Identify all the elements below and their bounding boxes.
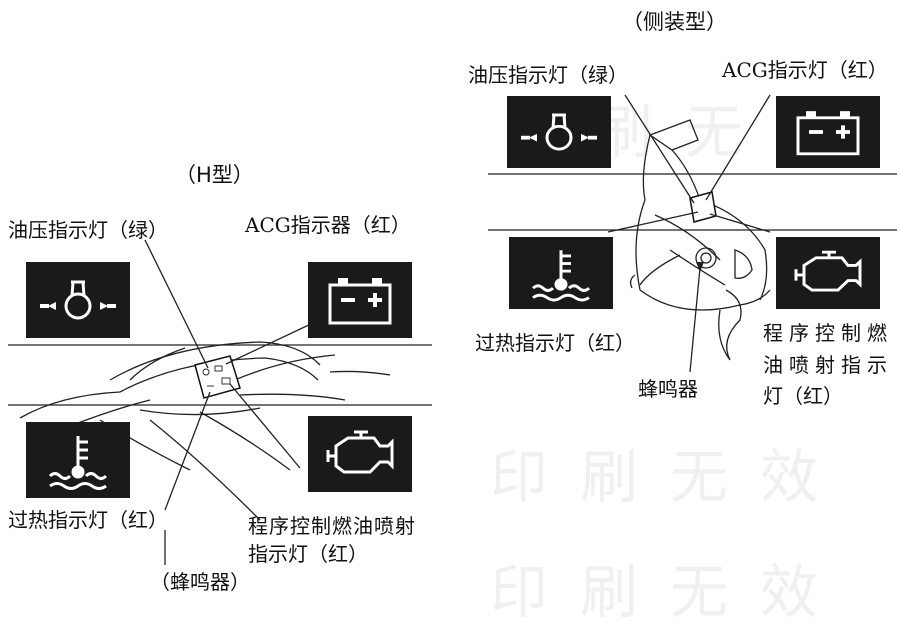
- side-buzzer-leader: [689, 267, 701, 373]
- side-oil-leader: [624, 94, 695, 204]
- side-pgm-fi-label-line1: 程序控制燃: [763, 321, 893, 345]
- h-type-oil-pressure-indicator: [26, 262, 130, 338]
- side-overheat-indicator: [509, 237, 613, 309]
- side-pgm-fi-label-line2: 油喷射指示: [763, 353, 893, 377]
- battery-icon: [308, 262, 412, 338]
- watermark-line-2: 印刷无效: [490, 443, 851, 511]
- battery-icon: [776, 96, 880, 168]
- side-pgm-fi-indicator: [776, 237, 880, 309]
- engine-icon: [308, 416, 412, 492]
- side-buzzer-label: 蜂鸣器: [638, 377, 698, 401]
- indicator-lights-diagram: 印刷无效 印刷无效 印刷无效: [8, 10, 897, 626]
- side-pgm-fi-leader: [709, 213, 771, 233]
- side-acg-leader: [705, 94, 771, 201]
- h-type-pgm-fi-indicator: [308, 416, 412, 492]
- h-type-pgm-fi-leader: [229, 383, 301, 469]
- side-oil-pressure-indicator: [507, 96, 611, 168]
- diagram-lines: [8, 94, 897, 565]
- engine-icon: [776, 237, 880, 309]
- side-acg-label: ACG指示灯（红）: [722, 58, 888, 82]
- coolant-temperature-icon: [26, 422, 130, 498]
- side-acg-indicator: [776, 96, 880, 168]
- side-overheat-leader: [607, 211, 699, 233]
- h-type-overheat-indicator: [26, 422, 130, 498]
- side-indicator-plate: [689, 191, 717, 223]
- oil-pressure-icon: [26, 262, 130, 338]
- h-type-pgm-fi-label-line2: 指示灯（红）: [248, 542, 368, 566]
- h-type-control-box-sketch: [19, 341, 391, 521]
- h-type-indicator-plate: [194, 355, 241, 399]
- side-buzzer-arrowhead: [696, 262, 704, 272]
- h-type-oil-leader: [144, 239, 209, 369]
- coolant-temperature-icon: [509, 237, 613, 309]
- h-type-acg-label: ACG指示器（红）: [245, 213, 411, 237]
- h-type-acg-indicator: [308, 262, 412, 338]
- oil-pressure-icon: [507, 96, 611, 168]
- side-mount-title: （侧装型）: [622, 10, 727, 34]
- h-type-overheat-leader: [164, 391, 211, 511]
- side-overheat-label: 过热指示灯（红）: [475, 331, 635, 355]
- h-type-buzzer-label: （蜂鸣器）: [150, 570, 250, 594]
- side-oil-pressure-label: 油压指示灯（绿）: [468, 63, 628, 87]
- h-type-plate-symbols: [202, 365, 231, 387]
- side-remote-control-sketch: [629, 119, 771, 361]
- h-type-overheat-label: 过热指示灯（红）: [8, 508, 168, 532]
- h-type-pgm-fi-label-line1: 程序控制燃油喷射: [248, 514, 416, 538]
- side-pgm-fi-label-line3: 灯（红）: [763, 384, 843, 408]
- h-type-title: （H型）: [175, 163, 254, 187]
- h-type-oil-pressure-label: 油压指示灯（绿）: [8, 218, 168, 242]
